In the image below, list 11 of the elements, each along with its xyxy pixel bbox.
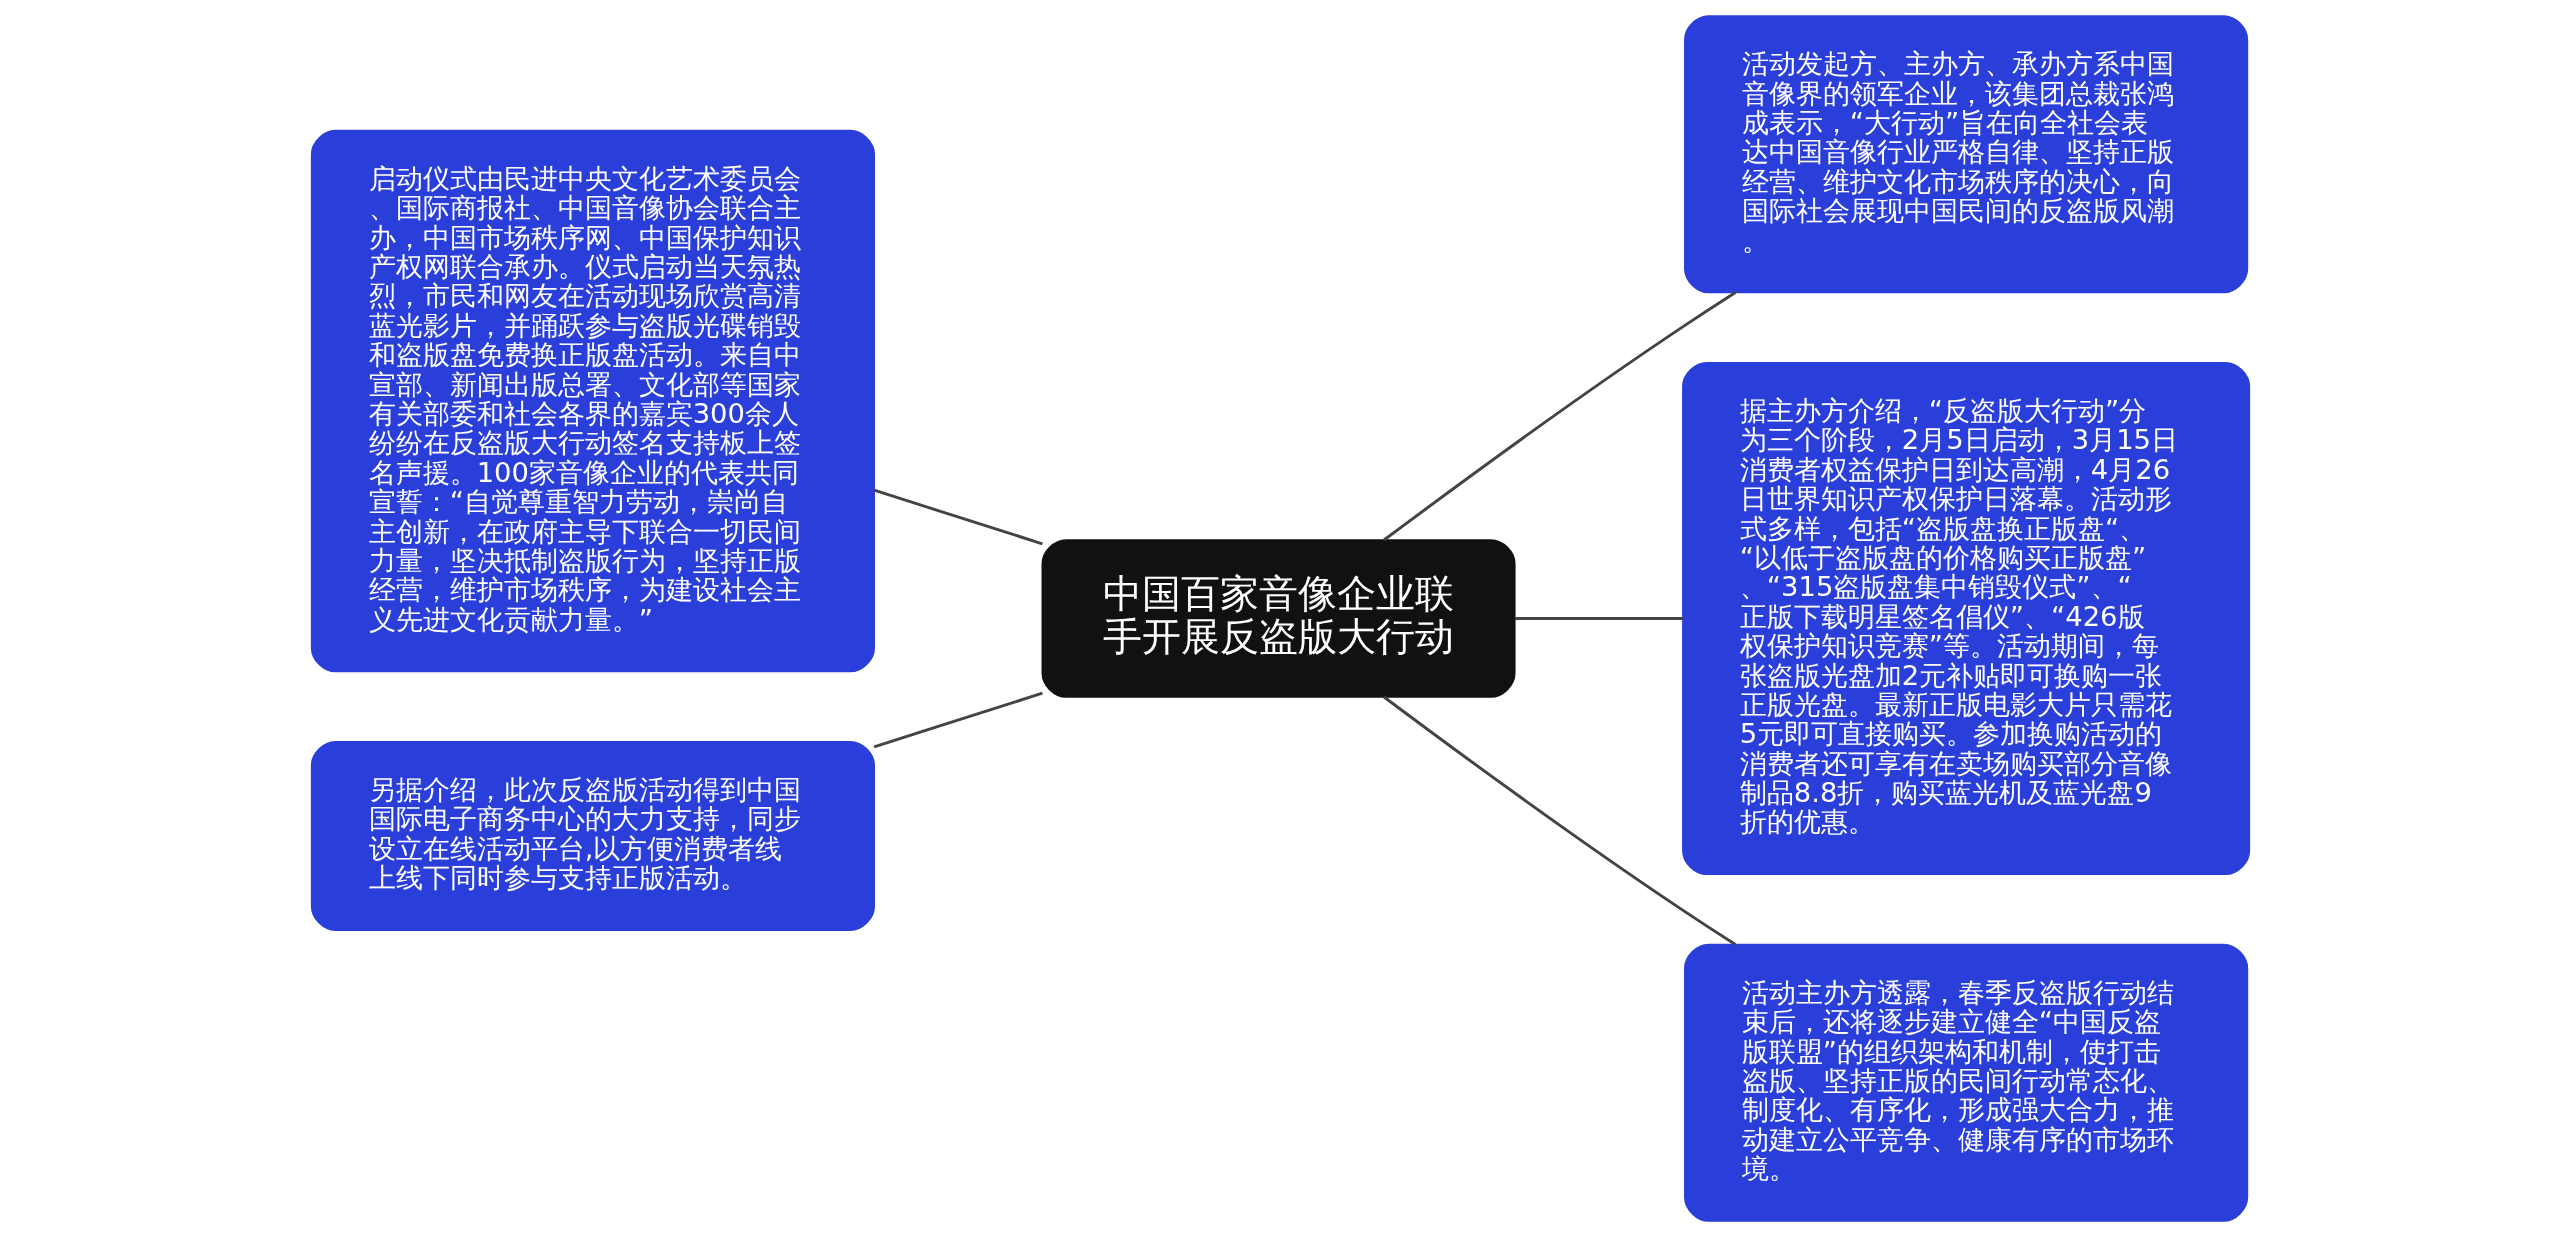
connector	[873, 488, 1043, 546]
connector	[1382, 695, 1736, 946]
node-box: 启动仪式由民进中央文化艺术委员会、国际商报社、中国音像协会联合主办，中国市场秩序网、中国保护知识产权网联合承办。仪式启动当天氛热烈，市民和网友在活动现场欣赏高清蓝光影片，并踊跃参与盗版光碟销毁和盗版盘免费换正版盘活动。来自中宣部、新闻出版总署、文化部等国家有关部委和社会各界的嘉宾300余人纷纷在反盗版大行动签名支持板上签名声援。100家音像企业的代表共同宣誓：“自觉尊重智力劳动，崇尚自主创新，在政府主导下联合一切民间力量，坚决抵制盗版行为，坚持正版经营，维护市场秩序，为建设社会主义先进文化贡献力量。”	[310, 129, 875, 673]
node-box: 活动发起方、主办方、承办方系中国音像界的领军企业，该集团总裁张鸿成表示，“大行动”旨在向全社会表达中国音像行业严格自律、坚持正版经营、维护文化市场秩序的决心，向国际社会展现中国民间的反盗版风潮。	[1683, 15, 2248, 294]
connector	[873, 691, 1043, 749]
node-box: 据主办方介绍，“反盗版大行动”分为三个阶段，2月5日启动，3月15日消费者权益保护日到达高潮，4月26日世界知识产权保护日落幕。活动形式多样，包括“盗版盘换正版盘“、“以低于盗版盘的价格购买正版盘”、“315盗版盘集中销毁仪式”、“正版下载明星签名倡仪”、“426版权保护知识竞赛”等。活动期间，每张盗版光盘加2元补贴即可换购一张正版光盘。最新正版电影大片只需花5元即可直接购买。参加换购活动的消费者还可享有在卖场购买部分音像制品8.8折，购买蓝光机及蓝光盘9折的优惠。	[1681, 361, 2250, 876]
node-box: 活动主办方透露，春季反盗版行动结束后，还将逐步建立健全“中国反盗版联盟”的组织架构和机制，使打击盗版、坚持正版的民间行动常态化、制度化、有序化，形成强大合力，推动建立公平竞争、健康有序的市场环境。	[1683, 943, 2248, 1222]
connector	[1382, 291, 1736, 542]
node-box: 另据介绍，此次反盗版活动得到中国国际电子商务中心的大力支持，同步设立在线活动平台,以方便消费者线上线下同时参与支持正版活动。	[310, 740, 875, 931]
connector	[1514, 617, 1683, 620]
node-box: 中国百家音像企业联手开展反盗版大行动	[1041, 539, 1516, 698]
